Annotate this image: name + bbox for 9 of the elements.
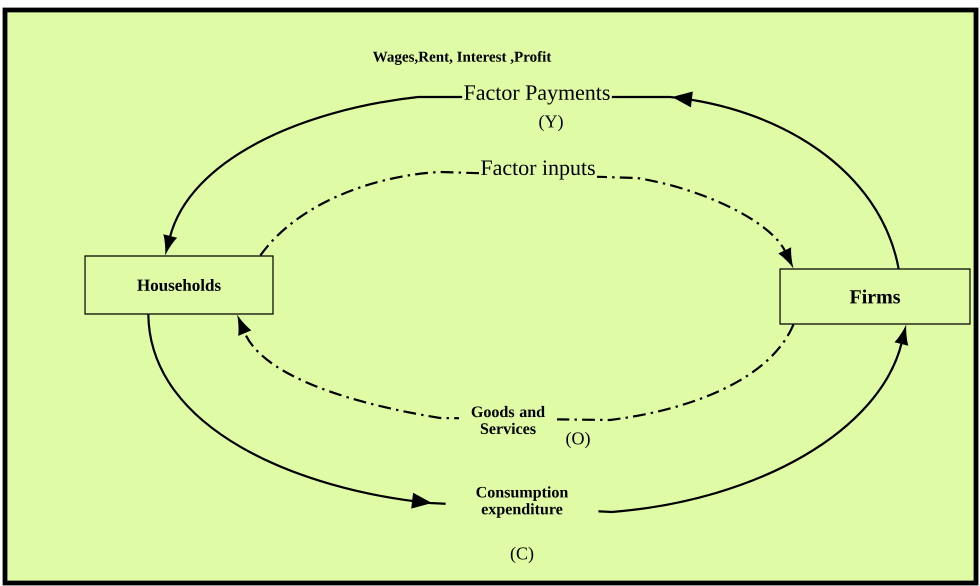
box: Households [84,255,274,315]
label-text: (O) [566,432,590,448]
edge-label: Consumption expenditure [446,484,598,520]
edge-label: Factor Payments [462,84,612,106]
edge-label: Factor inputs [479,159,597,181]
box: Firms [779,268,971,325]
label-text: Wages,Rent, Interest ,Profit [372,51,552,65]
label-text: (C) [510,546,534,564]
label-text: (Y) [539,114,563,132]
